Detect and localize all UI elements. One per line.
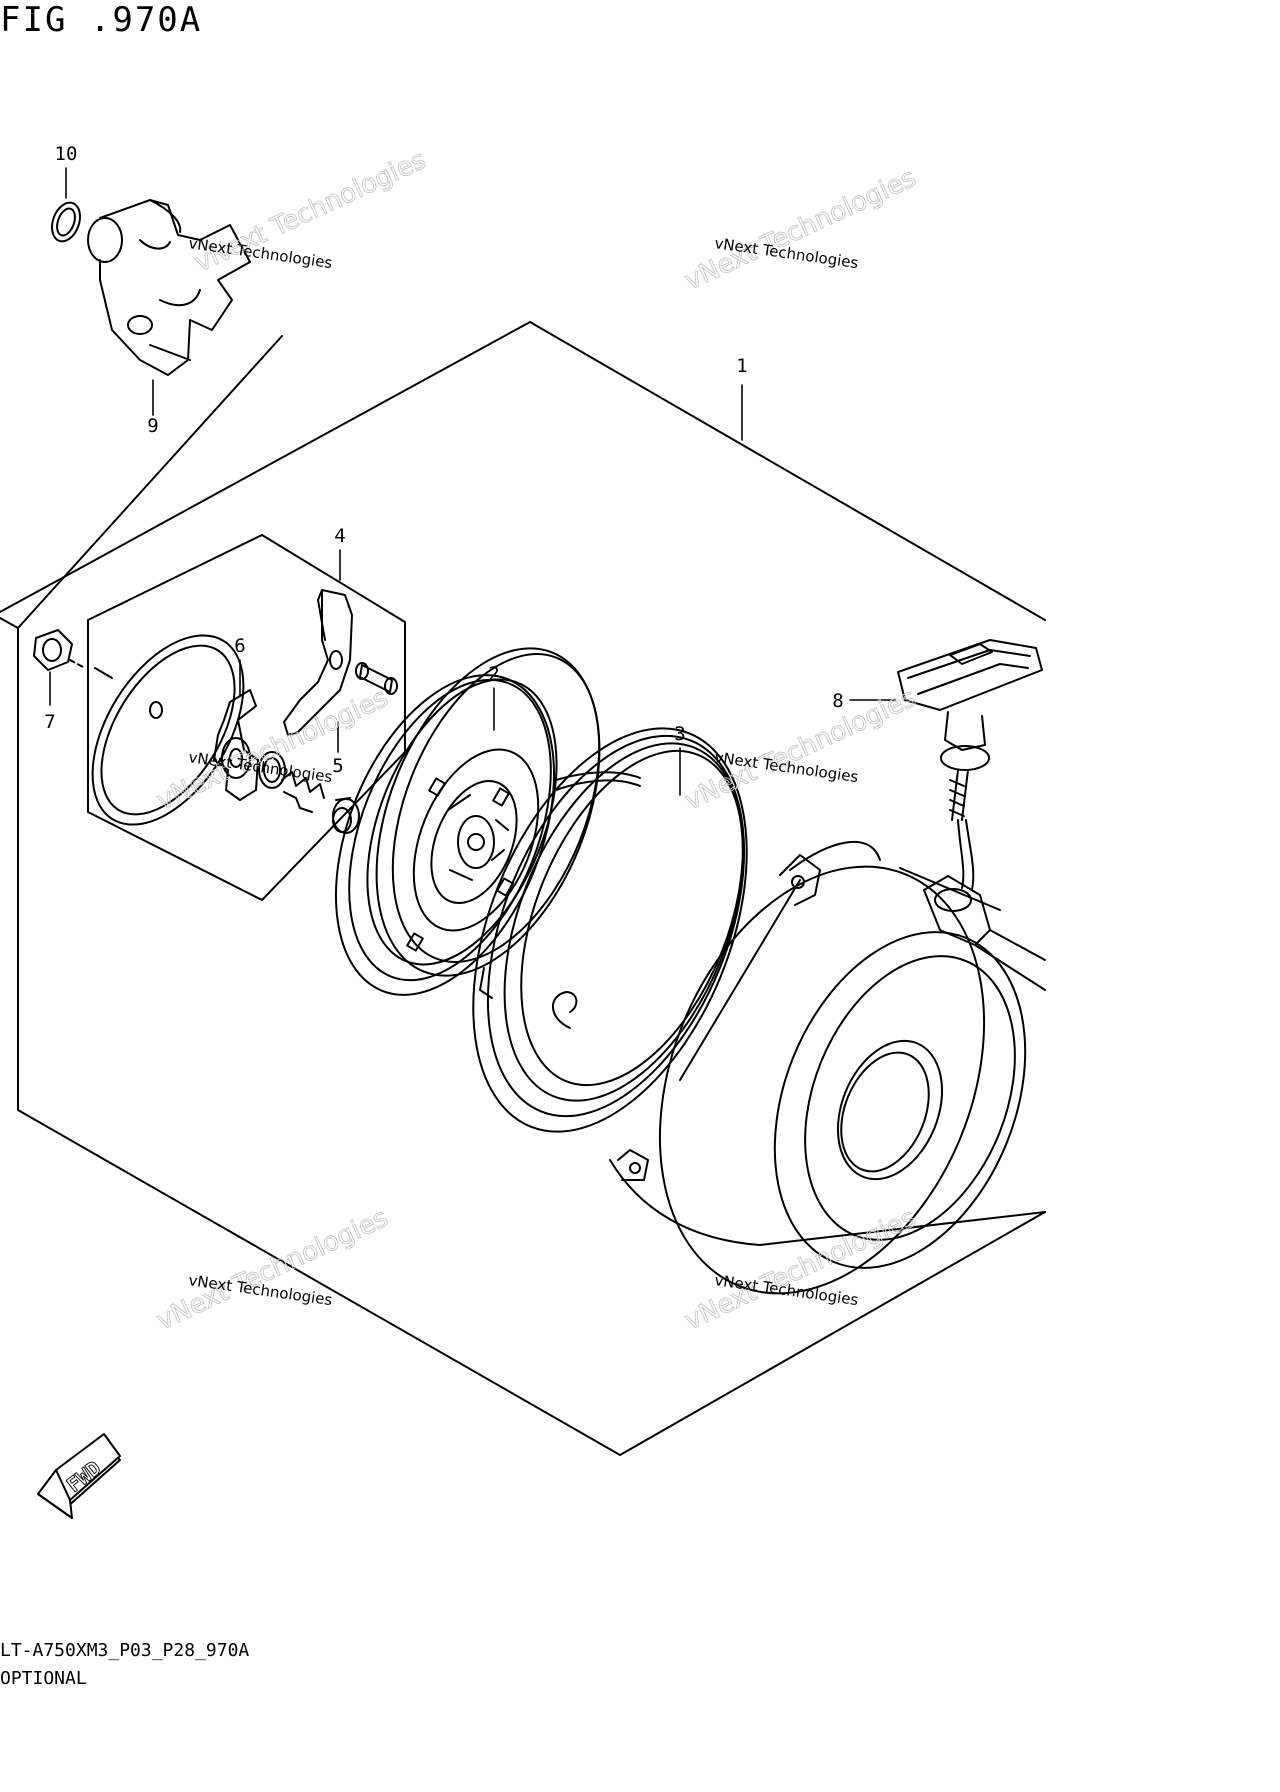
callout-leaders bbox=[49, 167, 896, 796]
watermark-6-large: vNext Technologies bbox=[680, 1203, 920, 1336]
figure-title: FIG .970A bbox=[0, 0, 203, 40]
friction-plate-part bbox=[91, 634, 245, 826]
watermark-5-large: vNext Technologies bbox=[152, 1203, 392, 1336]
starter-case-part bbox=[609, 840, 1046, 1295]
o-ring-part bbox=[50, 201, 82, 243]
starter-cup-part bbox=[87, 199, 251, 376]
ratchet-pin-part bbox=[355, 662, 398, 695]
fwd-direction-arrow bbox=[37, 1433, 121, 1519]
callout-labels: 1 2 3 4 5 6 7 8 9 10 bbox=[44, 143, 843, 777]
callout-3-label: 3 bbox=[674, 723, 685, 745]
callout-8-label: 8 bbox=[832, 690, 843, 712]
callout-9-label: 9 bbox=[147, 415, 158, 437]
nut-part bbox=[33, 629, 86, 671]
ratchet-pawl-part bbox=[283, 589, 353, 736]
assembly-outline bbox=[0, 321, 1046, 1456]
callout-2-label: 2 bbox=[488, 663, 499, 685]
recoil-spring-part bbox=[472, 727, 748, 1133]
drawing-code: LT-A750XM3_P03_P28_970A bbox=[0, 1640, 250, 1661]
callout-5-label: 5 bbox=[332, 755, 343, 777]
ratchet-guide-part bbox=[213, 689, 259, 801]
callout-6-label: 6 bbox=[234, 635, 245, 657]
watermark-2-large: vNext Technologies bbox=[680, 163, 920, 296]
callout-1-label: 1 bbox=[736, 355, 747, 377]
ratchet-spring-part bbox=[258, 751, 360, 834]
reel-part bbox=[334, 647, 641, 996]
callout-7-label: 7 bbox=[44, 711, 55, 733]
optional-note: OPTIONAL bbox=[0, 1668, 87, 1689]
starter-handle-part bbox=[897, 639, 1043, 891]
callout-4-label: 4 bbox=[334, 525, 345, 547]
callout-10-label: 10 bbox=[55, 143, 78, 165]
